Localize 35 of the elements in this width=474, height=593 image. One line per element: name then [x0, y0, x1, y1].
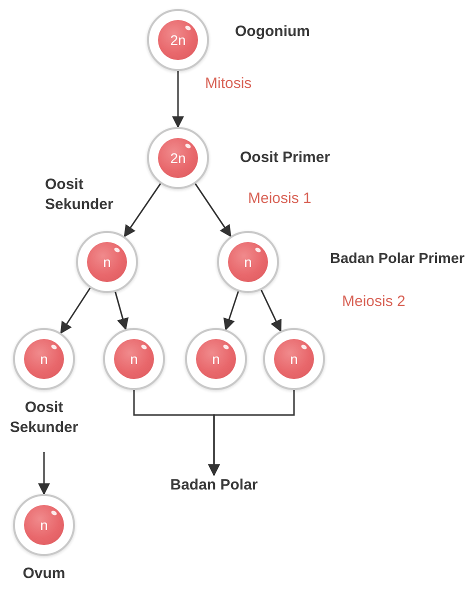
- cell-nucleus: n: [114, 339, 154, 379]
- phase-label: Meiosis 2: [342, 293, 406, 310]
- cell-circle: [147, 9, 209, 71]
- cell-nucleus: 2n: [158, 138, 198, 178]
- cell-nucleus: n: [196, 339, 236, 379]
- arrow: [223, 291, 239, 331]
- arrow: [124, 183, 162, 238]
- cell-label: Badan Polar Primer: [330, 250, 465, 269]
- cell-label: Oosit Sekunder: [45, 175, 114, 216]
- arrow: [194, 183, 232, 238]
- cell-label: Oosit Primer: [240, 148, 330, 168]
- cell-circle: [103, 328, 165, 390]
- arrow: [60, 288, 91, 334]
- arrow: [114, 292, 129, 330]
- cell-label: Oogonium: [235, 22, 310, 42]
- cell-nucleus: n: [228, 242, 268, 282]
- cell-nucleus: 2n: [158, 20, 198, 60]
- stage-label: Badan Polar: [170, 476, 258, 494]
- cell-label: Ovum: [22, 564, 66, 584]
- cell-nucleus: n: [274, 339, 314, 379]
- cell-circle: [147, 127, 209, 189]
- cell-nucleus: n: [24, 505, 64, 545]
- cell-nucleus: n: [87, 242, 127, 282]
- arrow: [260, 290, 282, 332]
- cell-circle: [185, 328, 247, 390]
- arrow: [38, 452, 50, 496]
- cell-label: Oosit Sekunder: [8, 398, 80, 438]
- phase-label: Meiosis 1: [248, 190, 312, 207]
- edge-label: Mitosis: [205, 75, 252, 92]
- cell-circle: [217, 231, 279, 293]
- cell-circle: [263, 328, 325, 390]
- arrow: [208, 390, 295, 476]
- arrow: [172, 71, 184, 128]
- cell-nucleus: n: [24, 339, 64, 379]
- cell-circle: [76, 231, 138, 293]
